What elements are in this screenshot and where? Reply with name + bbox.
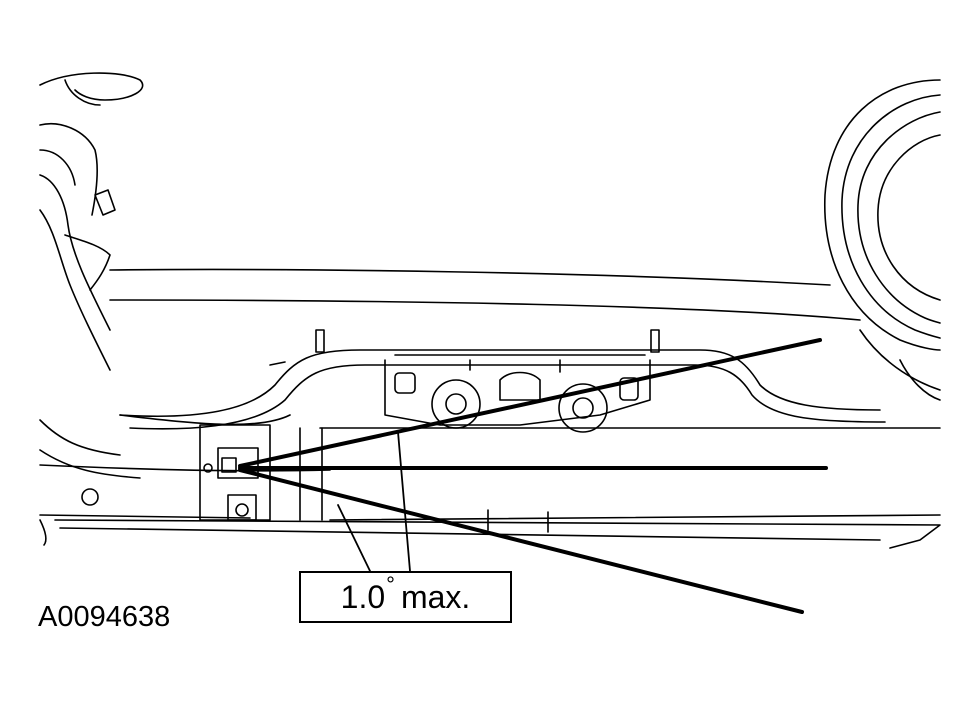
u-joint-yoke	[199, 424, 271, 521]
crossmember	[119, 329, 886, 430]
floor-pan	[109, 268, 861, 426]
reference-line-lower	[238, 468, 804, 614]
callout-unit: max.	[400, 578, 471, 615]
angle-callout: 1.0°max.	[299, 571, 512, 623]
callout-leaders	[337, 431, 411, 572]
figure-id: A0094638	[38, 601, 171, 633]
callout-value: 1.0	[340, 578, 386, 615]
catalytic-converter-right	[824, 79, 941, 401]
degree-symbol: °	[386, 572, 395, 597]
reference-line-upper	[238, 338, 822, 468]
exhaust-pipe-left	[39, 72, 144, 506]
center-support-bearing	[384, 354, 651, 433]
angle-lines	[238, 338, 828, 614]
driveshaft	[39, 427, 941, 549]
